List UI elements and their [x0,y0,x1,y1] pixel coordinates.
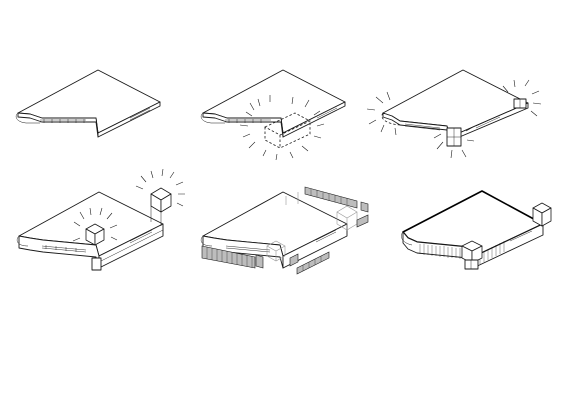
window-strip [225,229,337,253]
step-4-rooftop-volumes [16,168,185,271]
corner-cube-front [461,240,483,270]
side-facade [282,101,346,138]
facade-panel-side-upper [304,186,369,228]
roof-outline [382,69,529,138]
window-strip [41,229,164,263]
curved-corner [15,112,40,124]
facade-panel-front [201,245,264,269]
dashed-infill-volume [264,112,311,149]
rooftop-cube-corner [135,168,185,226]
dashed-corner [381,112,401,126]
step-1-existing-building [15,69,161,138]
facade-panel-side-lower [289,251,330,275]
window-strip [40,107,151,123]
roof-outline [202,69,346,134]
window-strip [404,114,501,131]
step-6-final-building [401,190,552,270]
window-strip [509,228,533,242]
corner-cube-rear [532,202,552,227]
corner-volume [91,257,102,271]
roof-outline [17,69,161,134]
corner-glazing [446,98,527,147]
step-3-corner-interventions [366,69,542,159]
side-facade [282,223,348,269]
highlight-rays [239,95,325,161]
step-5-facade-panels [200,186,369,275]
rooftop-cube-center [72,207,118,246]
highlight-rays [366,79,542,159]
step-2-infill-void [200,69,346,161]
window-strip [225,107,338,123]
